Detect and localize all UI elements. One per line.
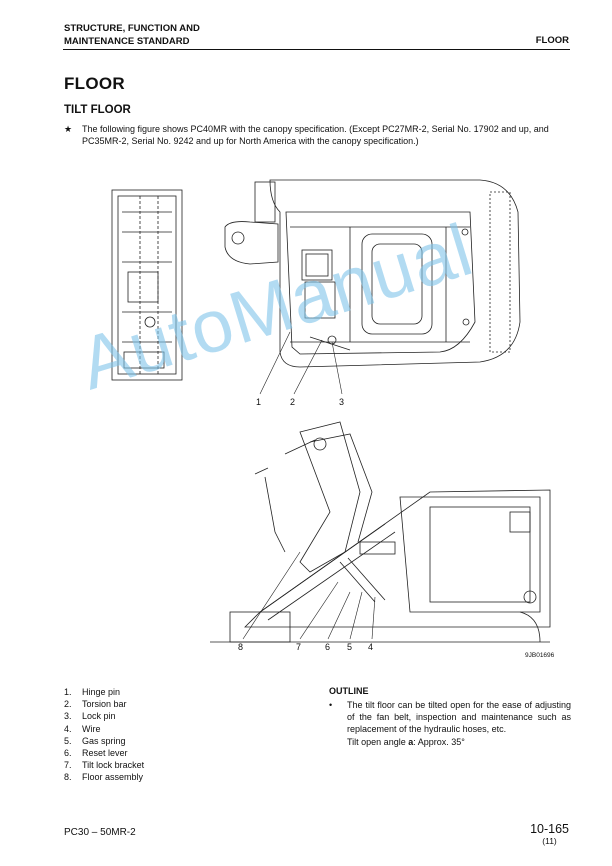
callout-6: 6	[325, 642, 330, 652]
header-line-2: MAINTENANCE STANDARD	[64, 36, 190, 47]
header-rule	[63, 49, 570, 50]
legend-item: 6.Reset lever	[64, 748, 128, 759]
legend-item: 1.Hinge pin	[64, 687, 121, 697]
page-title: FLOOR	[64, 74, 125, 93]
figure-code: 9JB01696	[525, 652, 555, 659]
legend-item: 4.Wire	[64, 723, 101, 734]
outline-heading: OUTLINE	[329, 686, 369, 696]
top-plan-view	[224, 179, 521, 368]
figure-note-text: The following figure shows PC40MR with t…	[82, 124, 549, 146]
callout-7: 7	[296, 642, 301, 652]
outline-body: • The tilt floor can be tilted open for …	[329, 699, 571, 748]
header-section-title: STRUCTURE, FUNCTION AND MAINTENANCE STAN…	[64, 22, 200, 48]
outline-text: The tilt floor can be tilted open for th…	[347, 700, 571, 735]
bullet-icon: •	[329, 700, 333, 710]
side-view-panel	[111, 189, 183, 381]
legend-item: 2.Torsion bar	[64, 699, 127, 710]
legend-item: 8.Floor assembly	[64, 772, 144, 783]
tilt-floor-diagram: 1 2 3 8 7 6 5 4 9JB01696	[111, 179, 555, 659]
callout-4: 4	[368, 642, 373, 652]
legend-item: 5.Gas spring	[64, 735, 126, 746]
tilt-angle-line: Tilt open angle a: Approx. 35°	[347, 736, 465, 747]
legend-item: 3.Lock pin	[64, 711, 116, 722]
callout-5: 5	[347, 642, 352, 652]
header-line-1: STRUCTURE, FUNCTION AND	[64, 23, 200, 34]
header-chapter: FLOOR	[535, 35, 569, 46]
legend-item: 7.Tilt lock bracket	[64, 760, 145, 771]
tilted-floor-view	[210, 421, 551, 643]
callout-leaders	[242, 331, 376, 640]
figure-note: ★ The following figure shows PC40MR with…	[64, 124, 569, 147]
callout-3: 3	[339, 397, 344, 407]
star-icon: ★	[64, 124, 73, 134]
section-subtitle: TILT FLOOR	[64, 104, 131, 116]
footer-model: PC30 – 50MR-2	[64, 827, 136, 838]
footer-page-number: 10-165 (11)	[530, 822, 569, 846]
callout-8: 8	[238, 642, 243, 652]
callout-1: 1	[256, 397, 261, 407]
parts-legend: 1.Hinge pin 2.Torsion bar 3.Lock pin 4.W…	[64, 686, 144, 784]
callout-2: 2	[290, 397, 295, 407]
